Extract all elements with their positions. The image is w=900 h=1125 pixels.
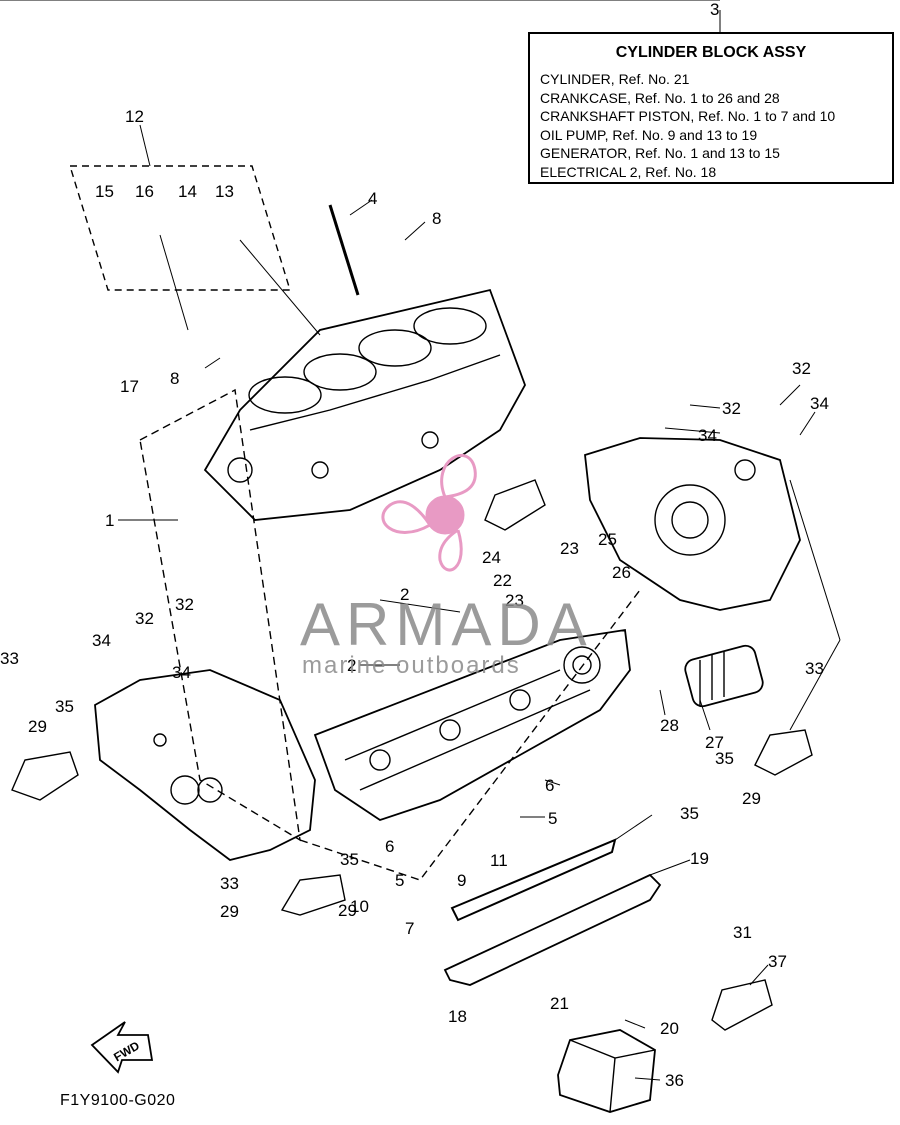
callout-number: 2 xyxy=(347,656,357,675)
callout-number: 28 xyxy=(660,716,679,735)
oil-pan-18 xyxy=(443,873,662,986)
assembly-outline-1 xyxy=(139,388,301,842)
callout-number: 32 xyxy=(135,609,154,628)
block-31 xyxy=(557,1029,656,1113)
callout-number: 32 xyxy=(175,595,194,614)
callout-number: 31 xyxy=(733,923,752,942)
bracket-30 xyxy=(711,979,773,1031)
group-box-12 xyxy=(69,165,291,291)
callout-number: 6 xyxy=(385,837,395,856)
info-line: CYLINDER, Ref. No. 21 xyxy=(540,71,690,87)
callout-number: 4 xyxy=(368,189,378,208)
callout-number: 35 xyxy=(55,697,74,716)
callout-number: 36 xyxy=(665,1071,684,1090)
callout-number: 5 xyxy=(548,809,558,828)
callout-number: 34 xyxy=(810,394,829,413)
callout-number: 33 xyxy=(220,874,239,893)
mount-29-right xyxy=(754,729,813,776)
watermark-tagline: marine outboards xyxy=(302,652,521,679)
info-line: ELECTRICAL 2, Ref. No. 18 xyxy=(540,163,717,180)
info-line: CRANKCASE, Ref. No. 1 to 26 and 28 xyxy=(540,89,780,106)
callout-number: 19 xyxy=(690,849,709,868)
callout-number: 35 xyxy=(340,850,359,869)
callout-number: 37 xyxy=(768,952,787,971)
callout-number: 29 xyxy=(220,902,239,921)
callout-number: 32 xyxy=(792,359,811,378)
callout-number: 6 xyxy=(545,776,555,795)
stud-bolt-4 xyxy=(328,204,360,296)
mount-29-bottom xyxy=(280,874,346,916)
callout-number: 29 xyxy=(28,717,47,736)
callout-number: 21 xyxy=(550,994,569,1013)
callout-number: 29 xyxy=(338,901,357,920)
diagram-code: F1Y9100-G020 xyxy=(60,1092,176,1109)
watermark-brand: ARMADA xyxy=(300,591,593,658)
mount-29-mid xyxy=(484,479,546,531)
watermark-logo-icon xyxy=(381,454,477,572)
callout-number: 34 xyxy=(698,426,717,445)
callout-number: 8 xyxy=(170,369,180,388)
info-line: OIL PUMP, Ref. No. 9 and 13 to 19 xyxy=(540,126,758,143)
generator-cover-left xyxy=(94,669,316,861)
callout-number: 23 xyxy=(505,591,524,610)
callout-number: 33 xyxy=(805,659,824,678)
callout-number: 33 xyxy=(0,649,19,668)
callout-number: 18 xyxy=(448,1007,467,1026)
callout-number: 34 xyxy=(172,663,191,682)
callout-number: 14 xyxy=(178,182,197,201)
callout-number: 34 xyxy=(92,631,111,650)
info-line: GENERATOR, Ref. No. 1 and 13 to 15 xyxy=(540,145,780,162)
callout-number: 22 xyxy=(493,571,512,590)
gasket-19 xyxy=(450,838,617,922)
callout-number: 13 xyxy=(215,182,234,201)
cylinder-block-info-box: CYLINDER BLOCK ASSY CYLINDER, Ref. No. 2… xyxy=(528,32,894,184)
crankcase xyxy=(313,628,631,821)
callout-number: 9 xyxy=(457,871,467,890)
cover-right xyxy=(584,437,801,611)
callout-number: 7 xyxy=(405,919,415,938)
leader-lines xyxy=(0,0,841,1081)
callout-number: 11 xyxy=(490,851,508,870)
callout-number: 23 xyxy=(560,539,579,558)
callout-number: 2 xyxy=(400,585,410,604)
callout-number: 16 xyxy=(135,182,154,201)
callout-number: 1 xyxy=(105,511,115,530)
mount-29-left xyxy=(11,751,79,801)
callout-number: 25 xyxy=(598,530,617,549)
callout-number: 24 xyxy=(482,548,501,567)
info-box-title: CYLINDER BLOCK ASSY xyxy=(615,44,807,61)
callout-number: 29 xyxy=(742,789,761,808)
callout-number: 35 xyxy=(680,804,699,823)
cylinder-block xyxy=(203,288,526,521)
info-box-lines: CYLINDER, Ref. No. 21 CRANKCASE, Ref. No… xyxy=(540,70,835,182)
callout-number: 12 xyxy=(125,107,144,126)
callout-number: 15 xyxy=(95,182,114,201)
callout-number: 17 xyxy=(120,377,139,396)
callout-number: 20 xyxy=(660,1019,679,1038)
fwd-arrow-icon xyxy=(90,1021,154,1074)
info-box-number: 3 xyxy=(710,0,720,19)
assembly-outline-2 xyxy=(299,589,641,881)
callout-number: 27 xyxy=(705,733,724,752)
callout-number: 35 xyxy=(715,749,734,768)
info-line: CRANKSHAFT PISTON, Ref. No. 1 to 7 and 1… xyxy=(540,108,836,125)
callout-number: 32 xyxy=(722,399,741,418)
callout-number: 8 xyxy=(432,209,442,228)
callout-number: 5 xyxy=(395,871,405,890)
oil-filter xyxy=(684,644,764,708)
callout-number: 26 xyxy=(612,563,631,582)
callout-number: 10 xyxy=(350,897,369,916)
